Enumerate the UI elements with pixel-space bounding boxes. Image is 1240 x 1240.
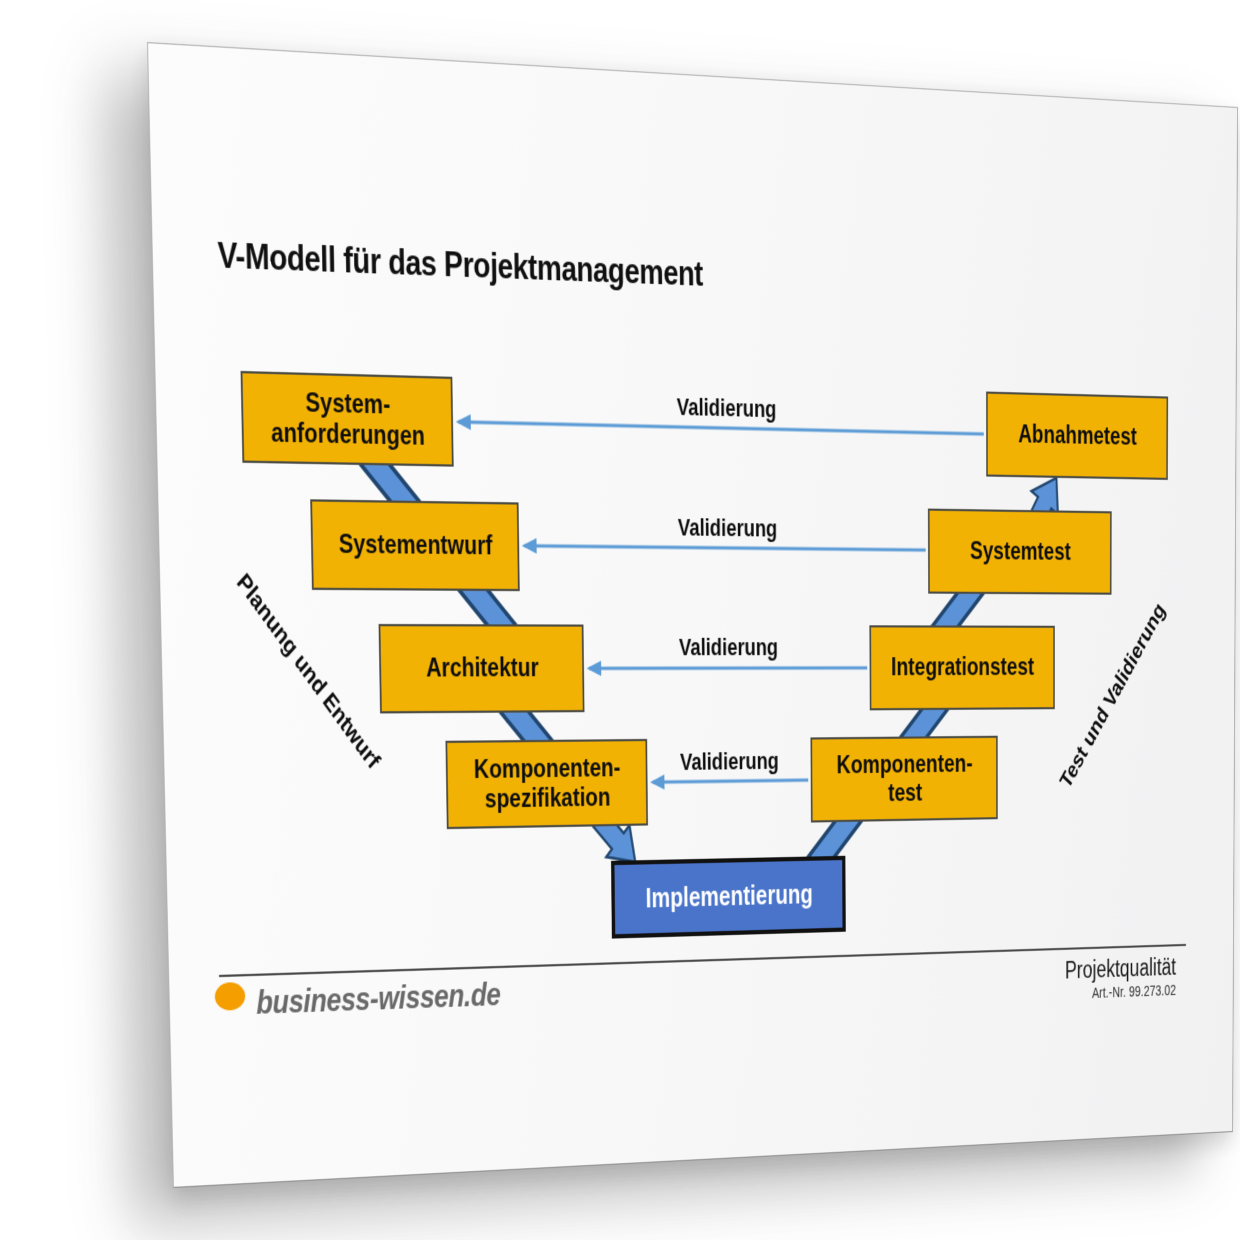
phase-box-komponententest: Komponenten- test	[810, 735, 998, 823]
phase-box-systemtest: Systemtest	[927, 508, 1112, 595]
phase-label: Komponenten- test	[836, 749, 973, 808]
phase-label: Systemtest	[969, 537, 1071, 567]
phase-box-komponentenspezifikation: Komponenten- spezifikation	[445, 738, 648, 830]
phase-label: Systementwurf	[338, 529, 493, 562]
document-meta: Projektqualität Art.-Nr. 99.273.02	[1065, 953, 1176, 1002]
phase-box-abnahmetest: Abnahmetest	[986, 391, 1169, 480]
validation-label-1: Validierung	[676, 392, 777, 423]
phase-label: Implementierung	[645, 879, 813, 914]
phase-label: Integrationstest	[890, 653, 1035, 683]
phase-box-integrationstest: Integrationstest	[869, 625, 1055, 711]
v-arrows-layer	[148, 43, 1239, 1189]
phase-label: Komponenten- spezifikation	[473, 753, 621, 815]
phase-label: System- anforderungen	[270, 387, 426, 452]
phase-box-implementierung: Implementierung	[611, 855, 846, 939]
phase-label: Abnahmetest	[1018, 420, 1137, 452]
validation-label-4: Validierung	[679, 747, 779, 776]
phase-label: Architektur	[425, 653, 539, 684]
document-title: Projektqualität	[1064, 953, 1177, 984]
phase-box-architektur: Architektur	[378, 623, 585, 714]
document-page: V-Modell für das Projektmanagement	[147, 42, 1238, 1188]
phase-box-systementwurf: Systementwurf	[310, 499, 520, 592]
validation-label-2: Validierung	[677, 513, 778, 542]
phase-box-systemanforderungen: System- anforderungen	[240, 370, 454, 467]
validation-label-3: Validierung	[678, 633, 779, 661]
arrow-spec-to-implementation	[571, 783, 636, 863]
